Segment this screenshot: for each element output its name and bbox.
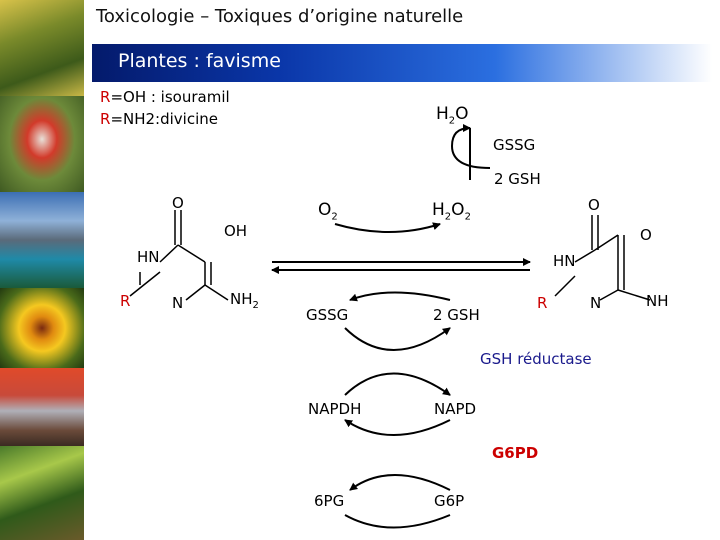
left-o-label: O xyxy=(172,194,184,212)
section-banner xyxy=(92,44,712,82)
gsh-reductase-label: GSH réductase xyxy=(480,350,592,368)
napdh-label: NAPDH xyxy=(308,400,362,418)
top-gsh-label: 2 GSH xyxy=(494,170,541,188)
forest-photo xyxy=(0,0,84,96)
left-nh2-label: NH2 xyxy=(230,290,259,311)
gsh-gssg-upper-arc xyxy=(349,291,451,302)
gssg-gsh-lower-arc xyxy=(344,327,451,351)
green-forest-photo xyxy=(0,446,84,540)
left-hn-label: HN xyxy=(137,248,160,266)
o2-h2o2-arc xyxy=(334,222,441,233)
mushroom-photo xyxy=(0,96,84,192)
left-r-label: R xyxy=(120,292,131,310)
right-nh-label: NH xyxy=(646,292,669,310)
section-title: Plantes : favisme xyxy=(118,50,281,72)
flower-photo xyxy=(0,288,84,368)
right-o-label-1: O xyxy=(588,196,600,214)
right-n-label: N xyxy=(590,294,602,312)
mountain-lake-photo xyxy=(0,192,84,288)
o2-label: O2 xyxy=(318,200,338,223)
g6p-label: G6P xyxy=(434,492,465,510)
h2o2-label: H2O2 xyxy=(432,200,471,223)
g6p-6pg-upper-arc xyxy=(349,474,451,491)
middle-gsh-label: 2 GSH xyxy=(433,306,480,324)
left-molecule-bonds xyxy=(129,210,229,301)
red-mountain-photo xyxy=(0,368,84,446)
left-n-label: N xyxy=(172,294,184,312)
top-cycle-arc xyxy=(450,124,491,169)
photo-strip xyxy=(0,0,84,540)
right-hn-label: HN xyxy=(553,252,576,270)
napd-napdh-lower-arc xyxy=(344,419,451,436)
legend-line-2: R=NH2:divicine xyxy=(100,110,218,128)
page-title: Toxicologie – Toxiques d’origine naturel… xyxy=(96,6,464,27)
napd-label: NAPD xyxy=(434,400,477,418)
g6pd-label: G6PD xyxy=(492,444,539,462)
middle-gssg-label: GSSG xyxy=(306,306,349,324)
h2o-label: H2O xyxy=(436,104,469,127)
right-r-label: R xyxy=(537,294,548,312)
legend-line-1: R=OH : isouramil xyxy=(100,88,230,106)
top-gssg-label: GSSG xyxy=(493,136,536,154)
6pg-label: 6PG xyxy=(314,492,345,510)
right-o-label-2: O xyxy=(640,226,652,244)
left-oh-label: OH xyxy=(224,222,248,240)
right-molecule-bonds xyxy=(554,215,651,301)
6pg-g6p-lower-arc xyxy=(344,514,451,529)
napdh-napd-upper-arc xyxy=(344,372,451,396)
